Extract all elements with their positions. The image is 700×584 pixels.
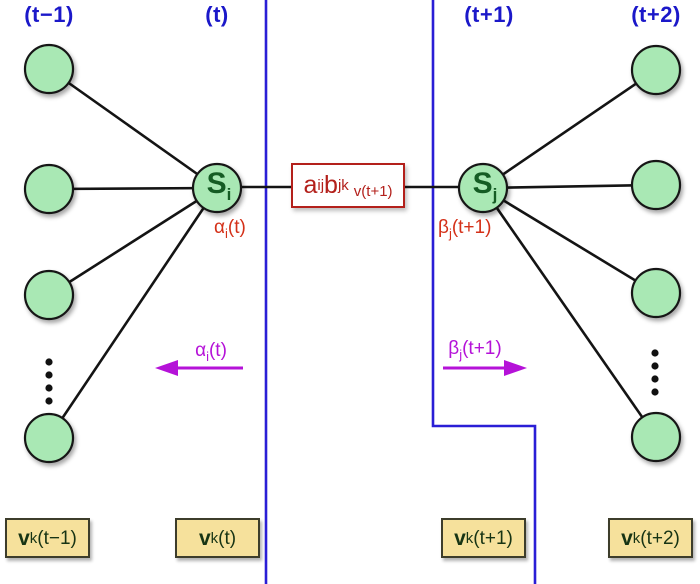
transition-obs-factor: v(t+1) <box>353 183 393 200</box>
obs-args: (t+1) <box>473 527 513 549</box>
state-sj-base: S <box>472 166 493 200</box>
edge-right-3 <box>482 186 657 295</box>
state-si-label: Si <box>206 166 232 204</box>
dot <box>651 388 659 396</box>
beta-base: β <box>438 217 449 238</box>
time-header-t-plus-2: (t+2) <box>631 2 681 27</box>
ellipsis-dots-right <box>651 349 659 396</box>
beta-arrow-head <box>504 360 527 376</box>
alpha-arrow-sub: i <box>206 348 209 364</box>
state-circle-right-4 <box>630 411 682 463</box>
alpha-arrow-args: (t) <box>208 340 227 361</box>
time-header-t-plus-1: (t+1) <box>464 2 514 27</box>
obs-sub: k <box>29 529 38 547</box>
obs-args: (t) <box>218 527 237 549</box>
time-header-t-minus-1: (t−1) <box>24 2 74 27</box>
graph-edges <box>47 67 658 439</box>
edge-right-2 <box>482 183 657 190</box>
state-circle-right-3 <box>630 267 682 319</box>
time-header-t: (t) <box>205 2 229 27</box>
obs-base: v <box>18 526 30 550</box>
state-circle-left-1 <box>23 43 75 95</box>
obs-base: v <box>454 526 466 550</box>
state-circle-si <box>191 162 243 214</box>
state-circle-left-2 <box>23 163 75 215</box>
transition-a: a <box>303 171 318 199</box>
obs-sub: k <box>465 529 474 547</box>
transition-b-sub: jk <box>337 177 349 194</box>
obs-sub: k <box>210 529 219 547</box>
state-si-base: S <box>206 166 227 200</box>
dot <box>45 358 53 366</box>
state-circle-sj <box>457 162 509 214</box>
alpha-arrow <box>155 360 243 376</box>
dot <box>45 371 53 379</box>
transition-a-sub: ij <box>317 177 325 194</box>
state-circles <box>23 43 682 464</box>
state-circle-left-3 <box>23 269 75 321</box>
alpha-node-label: αi(t) <box>214 218 246 240</box>
state-circle-left-4 <box>23 412 75 464</box>
state-sj-label: Sj <box>472 166 498 204</box>
alpha-base: α <box>214 217 225 238</box>
beta-arrow-label: βj(t+1) <box>448 339 501 361</box>
time-boundary-lines <box>264 0 537 584</box>
obs-args: (t−1) <box>37 527 77 549</box>
alpha-arrow-label: αi(t) <box>195 341 227 363</box>
beta-sub: j <box>448 225 452 241</box>
transition-b: b <box>324 171 338 199</box>
state-circle-right-2 <box>630 159 682 211</box>
edge-right-1 <box>482 68 657 190</box>
alpha-arrow-base: α <box>195 340 207 361</box>
edge-left-2 <box>48 186 218 191</box>
obs-sub: k <box>632 529 641 547</box>
edge-left-3 <box>48 186 218 297</box>
state-circle-right-1 <box>630 44 682 96</box>
dot <box>651 362 659 370</box>
dot <box>45 397 53 405</box>
beta-arrow-args: (t+1) <box>462 338 502 359</box>
state-si-sub: i <box>226 184 232 204</box>
beta-arrow <box>443 360 527 376</box>
edge-left-1 <box>48 67 218 190</box>
obs-args: (t+2) <box>640 527 680 549</box>
edge-left-4 <box>47 187 219 439</box>
alpha-arrow-head <box>155 360 178 376</box>
dot <box>45 384 53 392</box>
boundary-line-t-plus-1 <box>431 0 537 584</box>
alpha-sub: i <box>224 225 228 241</box>
dot <box>651 375 659 383</box>
obs-base: v <box>621 526 633 550</box>
beta-arrow-sub: j <box>459 346 463 362</box>
edge-right-4 <box>481 187 658 438</box>
beta-node-label: βj(t+1) <box>438 218 491 240</box>
alpha-args: (t) <box>227 217 246 238</box>
state-sj-sub: j <box>492 184 498 204</box>
beta-args: (t+1) <box>451 217 492 238</box>
beta-arrow-base: β <box>448 338 460 359</box>
ellipsis-dots-left <box>45 358 53 405</box>
obs-base: v <box>198 526 211 550</box>
dot <box>651 349 659 357</box>
